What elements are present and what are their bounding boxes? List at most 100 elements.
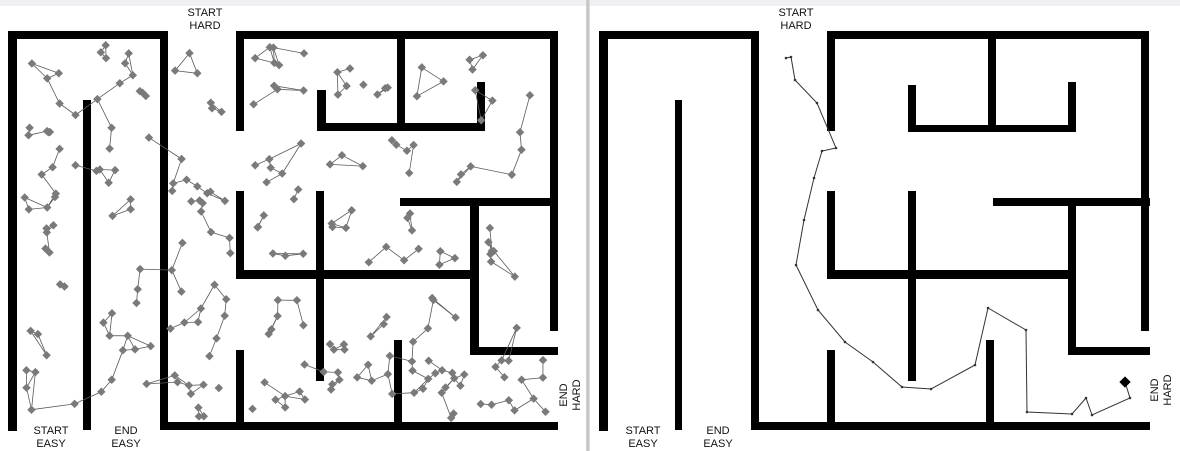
roadmap-node bbox=[95, 165, 105, 174]
roadmap-node bbox=[27, 59, 37, 68]
roadmap-node bbox=[41, 244, 50, 253]
roadmap-edge bbox=[427, 299, 434, 329]
path-waypoint bbox=[1070, 412, 1074, 416]
roadmap-node bbox=[22, 365, 31, 375]
roadmap-node bbox=[273, 311, 282, 321]
roadmap-node bbox=[381, 242, 391, 252]
maze-wall bbox=[1068, 347, 1150, 355]
roadmap-edge bbox=[200, 284, 215, 309]
roadmap-node bbox=[409, 388, 419, 397]
roadmap-edge bbox=[26, 387, 32, 410]
roadmap-edge bbox=[111, 350, 124, 380]
roadmap-node bbox=[54, 69, 64, 78]
roadmap-edge bbox=[171, 242, 183, 271]
roadmap-node bbox=[466, 162, 475, 171]
maze-walls bbox=[8, 31, 558, 431]
roadmap-edge bbox=[31, 63, 48, 79]
roadmap-node bbox=[403, 213, 412, 223]
roadmap-node bbox=[333, 368, 343, 377]
roadmap-node bbox=[265, 154, 274, 164]
roadmap-node bbox=[31, 367, 40, 377]
roadmap-node bbox=[517, 375, 526, 385]
roadmap-node bbox=[402, 146, 412, 156]
maze-wall bbox=[83, 100, 91, 430]
roadmap-node bbox=[299, 86, 308, 95]
path-waypoint bbox=[929, 387, 933, 391]
roadmap-node bbox=[267, 325, 276, 334]
roadmap-edge bbox=[214, 284, 227, 300]
maze-wall bbox=[236, 350, 244, 430]
roadmap-node bbox=[212, 334, 221, 343]
roadmap-node bbox=[300, 395, 310, 404]
roadmap-node bbox=[217, 107, 226, 117]
maze-wall bbox=[599, 31, 759, 39]
roadmap-edge bbox=[508, 327, 518, 361]
roadmap-edge bbox=[254, 46, 271, 59]
maze-wall bbox=[908, 191, 916, 381]
path-waypoint bbox=[802, 218, 806, 222]
roadmap-node bbox=[385, 351, 395, 361]
maze-left-svg bbox=[8, 31, 558, 431]
roadmap-node bbox=[367, 376, 376, 385]
roadmap-edge bbox=[413, 378, 429, 393]
roadmap-node bbox=[186, 389, 196, 399]
roadmap-node bbox=[300, 360, 309, 369]
roadmap-node bbox=[325, 339, 335, 349]
roadmap-node bbox=[105, 144, 114, 153]
roadmap-edge bbox=[253, 88, 278, 105]
roadmap-node bbox=[202, 189, 212, 198]
roadmap-edge bbox=[474, 90, 482, 121]
roadmap-node bbox=[431, 368, 440, 378]
roadmap-node bbox=[460, 370, 469, 379]
maze-wall bbox=[236, 270, 478, 279]
window-top-bar bbox=[590, 0, 1180, 6]
roadmap-node bbox=[226, 248, 235, 258]
roadmap-node bbox=[71, 110, 80, 120]
roadmap-node bbox=[26, 326, 35, 336]
roadmap-node bbox=[269, 43, 278, 52]
roadmap-node bbox=[456, 170, 466, 179]
roadmap-node bbox=[128, 70, 138, 80]
roadmap-edge bbox=[127, 335, 151, 347]
roadmap-node bbox=[49, 221, 58, 230]
roadmap-node bbox=[167, 186, 177, 196]
roadmap-node bbox=[408, 337, 418, 347]
roadmap-node bbox=[270, 58, 279, 68]
roadmap-node bbox=[409, 140, 418, 150]
maze-wall bbox=[986, 340, 994, 425]
path-waypoint bbox=[1025, 410, 1029, 414]
roadmap-node bbox=[517, 145, 526, 155]
maze-wall bbox=[1141, 31, 1149, 331]
roadmap-edge bbox=[416, 81, 444, 97]
roadmap-node bbox=[541, 407, 550, 417]
roadmap-edge bbox=[148, 137, 182, 160]
roadmap-node bbox=[187, 197, 196, 206]
roadmap-node bbox=[515, 127, 525, 137]
roadmap-node bbox=[196, 304, 206, 313]
roadmap-edge bbox=[403, 248, 419, 261]
roadmap-node bbox=[42, 350, 51, 360]
roadmap-node bbox=[487, 246, 497, 256]
roadmap-node bbox=[383, 369, 393, 379]
path-waypoint bbox=[789, 55, 793, 59]
maze-right-svg bbox=[599, 31, 1150, 431]
roadmap-edge bbox=[24, 197, 48, 208]
roadmap-edge bbox=[31, 403, 75, 411]
roadmap-edge bbox=[128, 53, 134, 76]
roadmap-edge bbox=[470, 166, 512, 176]
roadmap-edge bbox=[41, 174, 57, 194]
roadmap-node bbox=[407, 357, 417, 366]
roadmap-node bbox=[210, 280, 219, 289]
roadmap-edge bbox=[75, 164, 97, 172]
panel-divider bbox=[586, 0, 590, 451]
roadmap-node bbox=[268, 249, 278, 258]
roadmap-node bbox=[424, 356, 433, 365]
maze-wall bbox=[827, 350, 835, 430]
roadmap-node bbox=[504, 395, 514, 405]
roadmap-node bbox=[178, 238, 187, 248]
roadmap-node bbox=[271, 395, 280, 405]
path-waypoint bbox=[986, 306, 990, 310]
roadmap-edge bbox=[341, 154, 363, 167]
roadmap-edge bbox=[264, 382, 286, 397]
